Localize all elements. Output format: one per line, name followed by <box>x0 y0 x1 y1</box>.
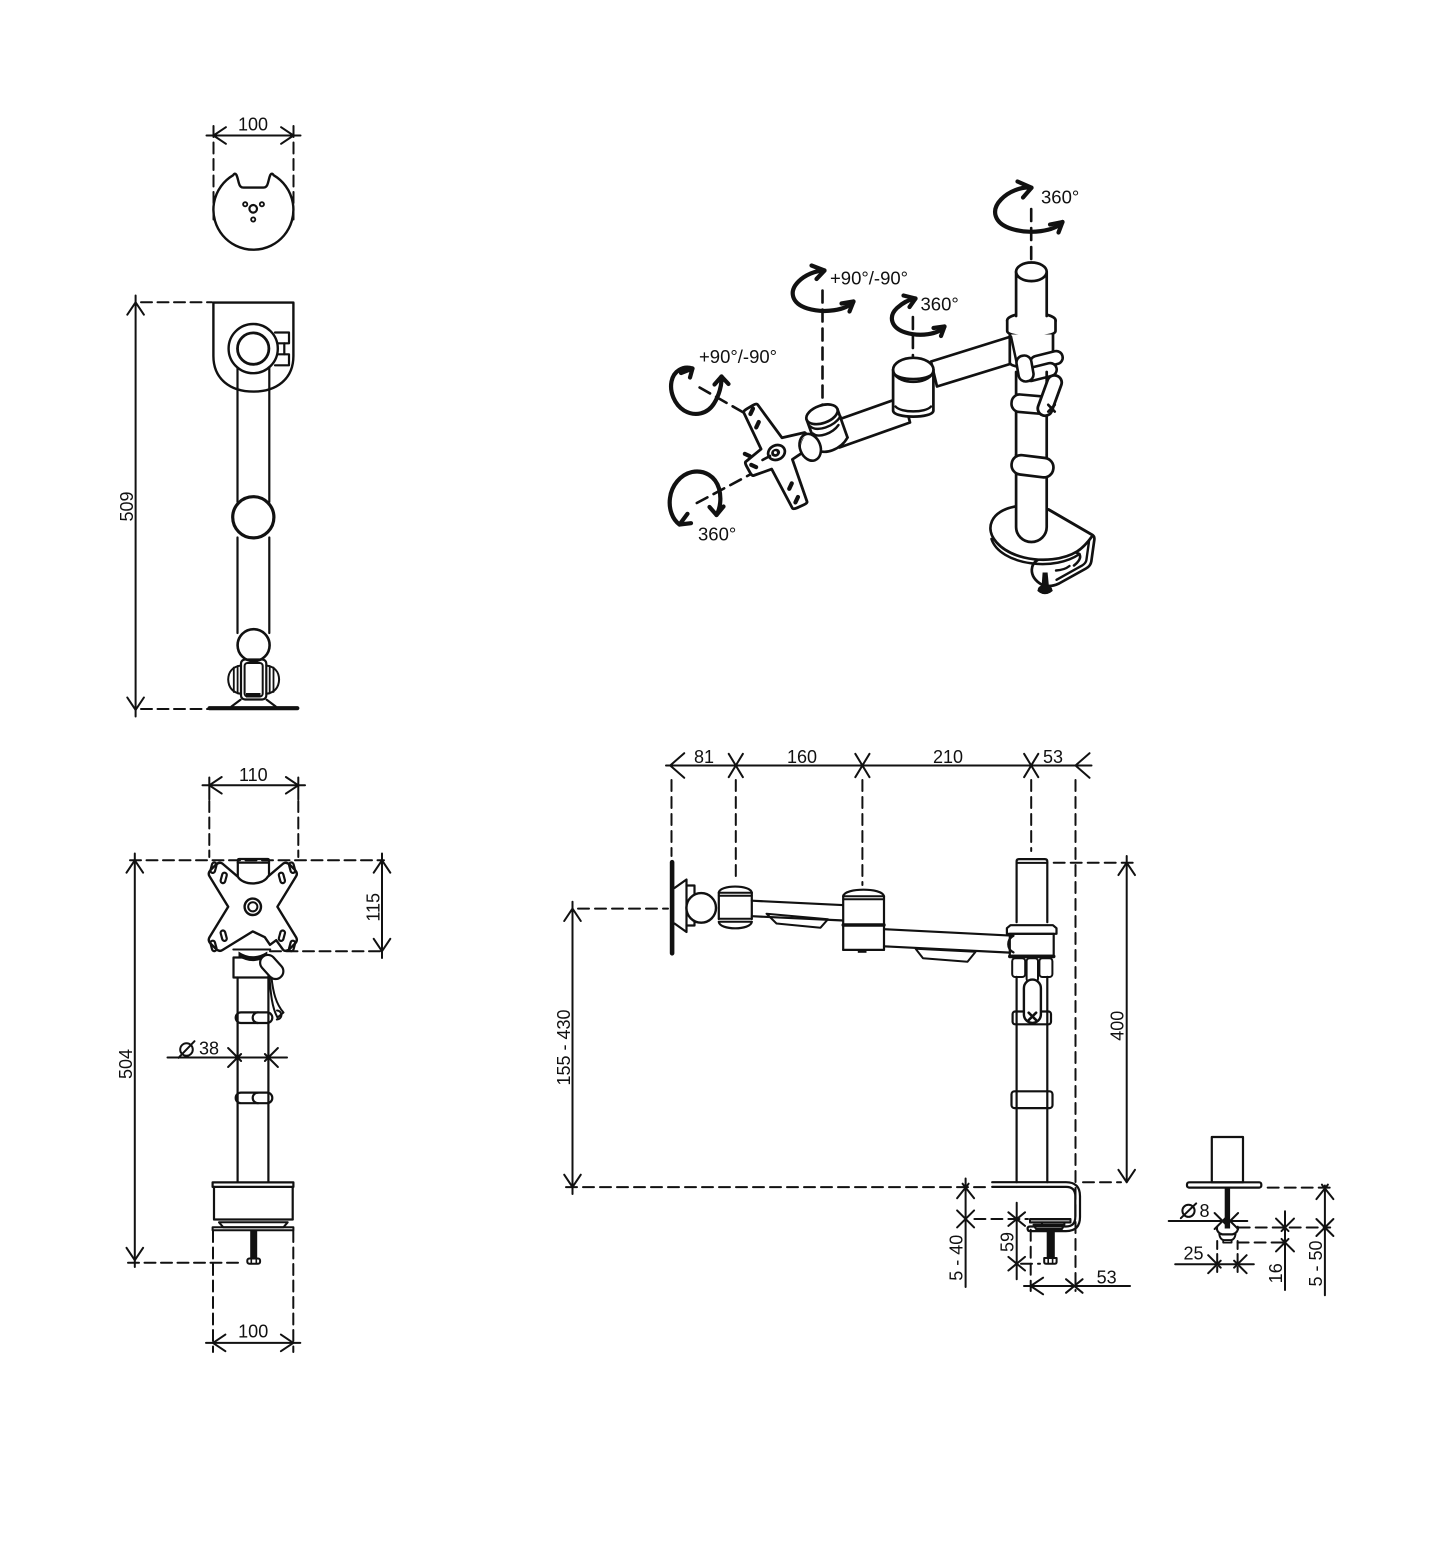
svg-text:53: 53 <box>1043 747 1063 767</box>
svg-text:115: 115 <box>363 893 383 922</box>
svg-text:360°: 360° <box>1041 187 1079 208</box>
svg-text:155 - 430: 155 - 430 <box>554 1009 574 1085</box>
svg-text:5 - 40: 5 - 40 <box>947 1235 967 1281</box>
svg-text:100: 100 <box>238 115 268 135</box>
svg-text:8: 8 <box>1200 1201 1210 1221</box>
svg-text:38: 38 <box>199 1039 219 1059</box>
svg-text:160: 160 <box>787 747 817 767</box>
svg-text:81: 81 <box>694 747 714 767</box>
svg-text:110: 110 <box>239 765 268 785</box>
svg-text:360°: 360° <box>698 524 736 545</box>
svg-text:59: 59 <box>998 1232 1018 1252</box>
svg-text:53: 53 <box>1097 1268 1117 1288</box>
svg-text:16: 16 <box>1266 1263 1286 1283</box>
svg-text:+90°/-90°: +90°/-90° <box>699 346 777 367</box>
svg-text:210: 210 <box>933 747 963 767</box>
svg-text:100: 100 <box>238 1321 268 1341</box>
svg-text:509: 509 <box>117 491 137 521</box>
svg-text:360°: 360° <box>921 294 959 315</box>
svg-text:5 - 50: 5 - 50 <box>1306 1240 1326 1286</box>
svg-text:25: 25 <box>1183 1243 1203 1263</box>
svg-text:+90°/-90°: +90°/-90° <box>830 268 908 289</box>
svg-text:400: 400 <box>1108 1011 1128 1041</box>
svg-text:504: 504 <box>116 1049 136 1079</box>
